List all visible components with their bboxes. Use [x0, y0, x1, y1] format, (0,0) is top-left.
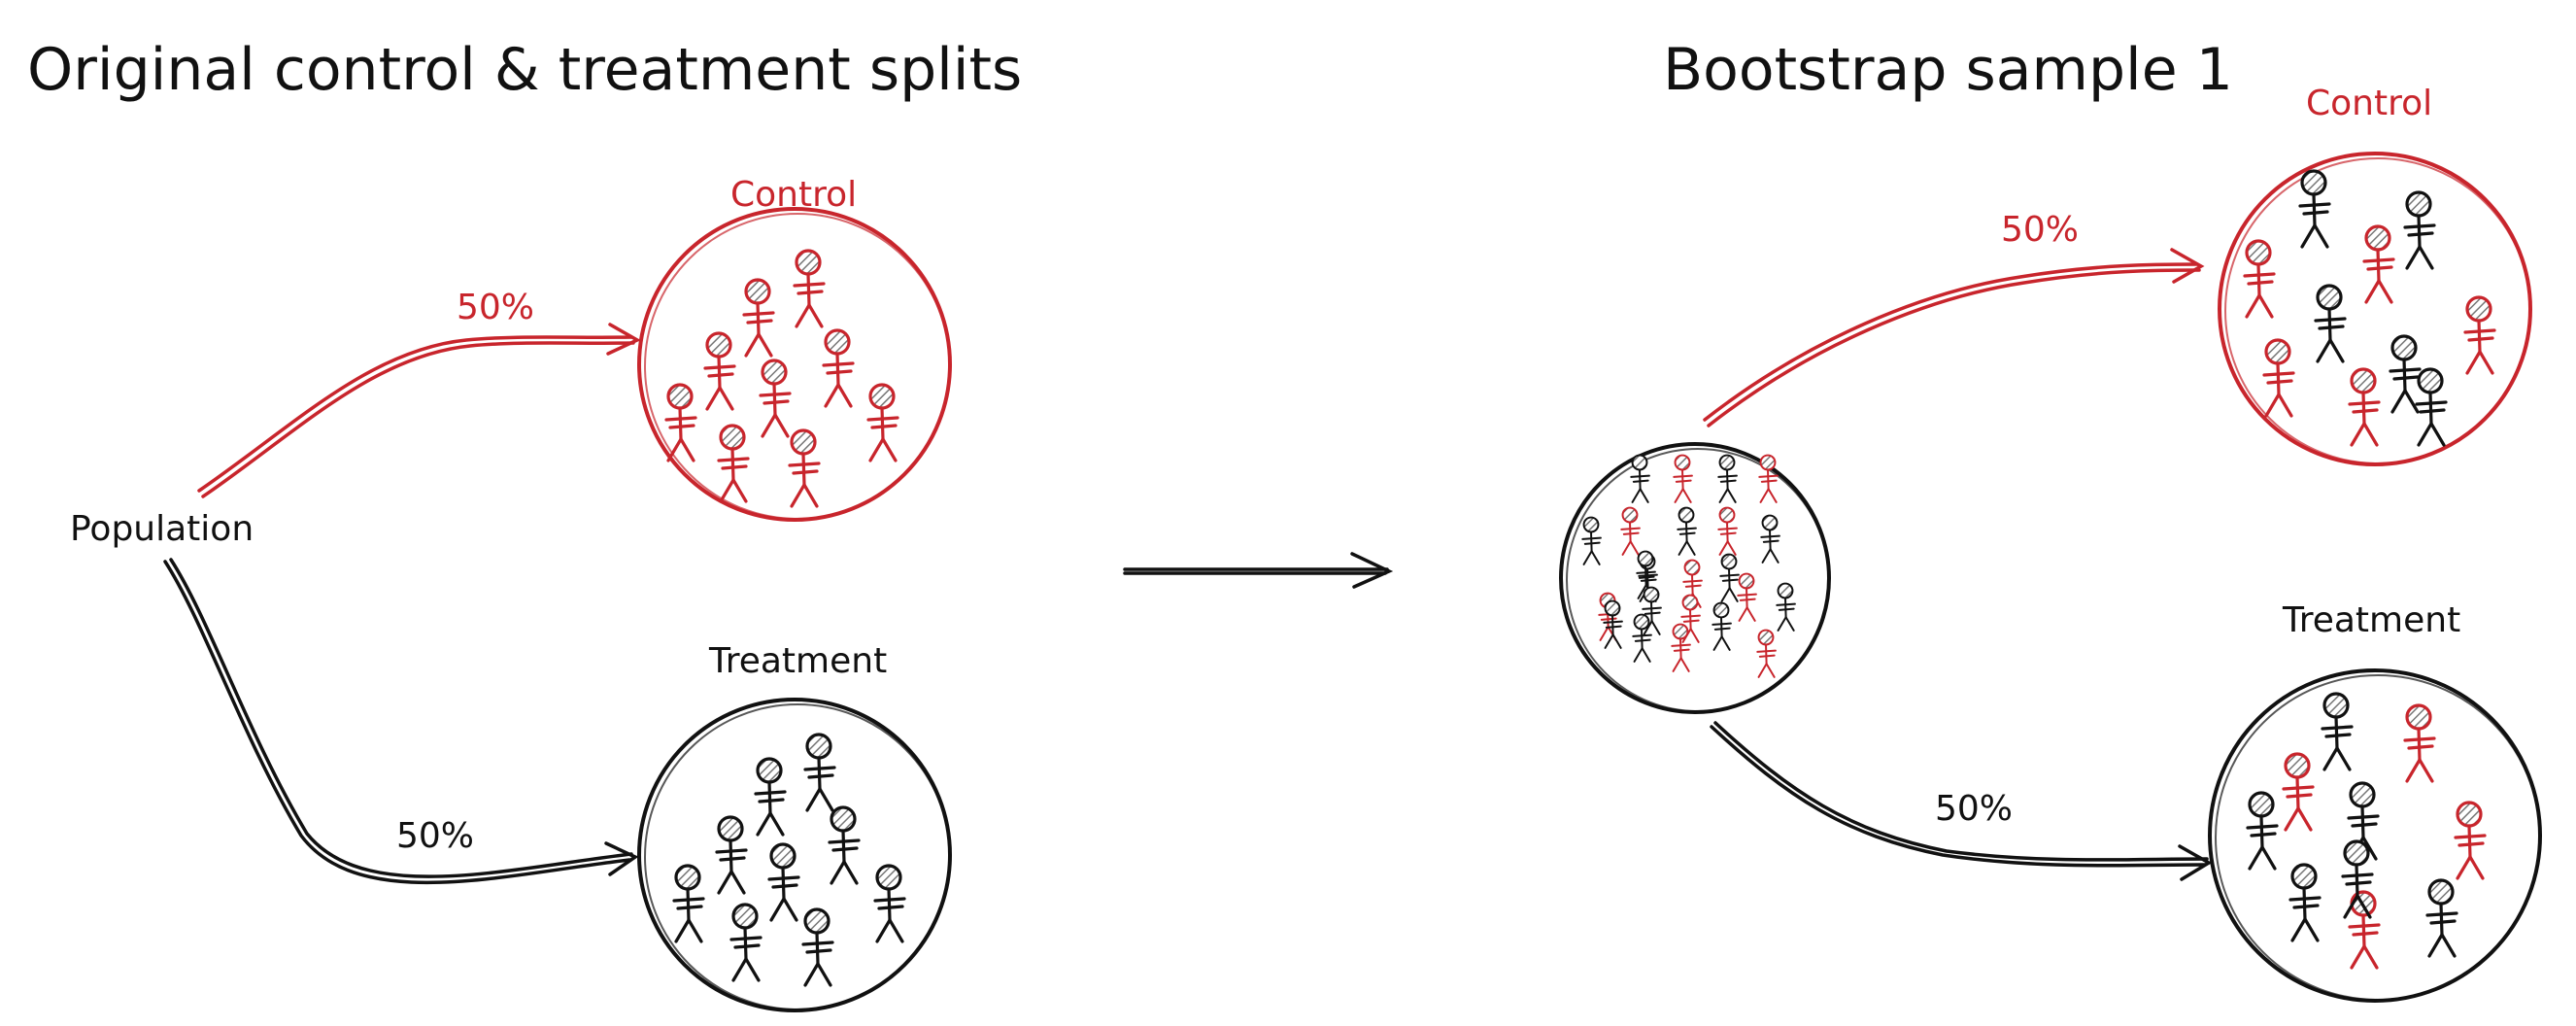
person-figure: [742, 278, 775, 358]
person-figure: [788, 428, 821, 508]
person-figure: [1581, 516, 1602, 565]
person-figure: [1712, 601, 1732, 651]
person-figure: [2403, 190, 2436, 270]
left-title: Original control & treatment splits: [27, 36, 1022, 104]
transition-arrow: [1123, 552, 1394, 589]
person-figure: [2425, 878, 2458, 958]
person-figure: [2362, 224, 2395, 304]
person-figure: [1719, 553, 1740, 602]
person-figure: [2298, 169, 2331, 249]
person-figure: [866, 383, 899, 462]
bootstrap-control-label: Control: [2306, 84, 2432, 123]
person-figure: [2348, 367, 2381, 447]
treatment-label: Treatment: [708, 641, 887, 681]
bootstrap-to-treatment-arrow: [1710, 721, 2213, 881]
person-figure: [1717, 454, 1738, 503]
person-figure: [1776, 582, 1796, 632]
person-figure: [754, 757, 787, 837]
person-figure: [1671, 623, 1691, 672]
person-figure: [2454, 801, 2487, 880]
right-title: Bootstrap sample 1: [1663, 36, 2233, 104]
bootstrap-to-control-arrow: [1703, 248, 2205, 428]
right-panel: 50% 50% Control Treatment: [1559, 84, 2542, 1003]
person-figure: [717, 424, 750, 503]
person-figure: [1737, 572, 1757, 622]
person-figure: [1717, 506, 1738, 556]
person-figure: [2341, 839, 2374, 919]
person-figure: [2246, 791, 2279, 871]
person-figure: [801, 907, 834, 987]
person-figure: [822, 328, 855, 408]
bootstrap-treatment-group: Treatment: [2208, 600, 2542, 1003]
control-percent-label: 50%: [457, 288, 534, 327]
person-figure: [1680, 594, 1701, 643]
person-figure: [1758, 454, 1779, 503]
left-panel: Population 50% 50% Control Treatment: [70, 175, 952, 1012]
person-figure: [2262, 338, 2295, 418]
person-figure: [767, 842, 800, 922]
person-figure: [729, 903, 763, 982]
person-figure: [873, 864, 906, 943]
person-figure: [803, 733, 836, 812]
person-figure: [793, 249, 826, 328]
person-figure: [2288, 863, 2322, 942]
person-figure: [759, 359, 792, 438]
treatment-group: Treatment: [637, 641, 952, 1012]
person-figure: [2243, 239, 2276, 319]
person-figure: [2403, 703, 2436, 783]
bootstrap-treatment-label: Treatment: [2282, 600, 2460, 640]
person-figure: [664, 383, 697, 462]
person-figure: [2389, 334, 2422, 414]
person-figure: [1603, 599, 1623, 649]
population-label: Population: [70, 509, 254, 549]
control-group: Control: [637, 175, 952, 522]
person-figure: [1632, 613, 1652, 663]
person-figure: [1677, 506, 1697, 556]
person-figure: [1642, 586, 1662, 635]
bootstrap-control-percent-label: 50%: [2001, 210, 2079, 250]
person-figure: [1760, 514, 1780, 564]
person-figure: [1598, 592, 1618, 641]
bootstrap-population: [1559, 442, 1831, 714]
person-figure: [2463, 295, 2496, 375]
person-figure: [1756, 629, 1777, 678]
person-figure: [2321, 692, 2354, 771]
person-figure: [1620, 506, 1641, 556]
person-figure: [1673, 454, 1693, 503]
person-figure: [2282, 752, 2315, 832]
bootstrap-treatment-percent-label: 50%: [1935, 789, 2013, 829]
population-to-treatment-arrow: [163, 558, 639, 885]
bootstrap-control-group: Control: [2218, 84, 2532, 466]
person-figure: [703, 331, 736, 411]
population-to-control-arrow: [197, 323, 641, 498]
person-figure: [715, 815, 748, 895]
treatment-percent-label: 50%: [396, 816, 474, 856]
person-figure: [828, 805, 861, 885]
person-figure: [2415, 367, 2448, 447]
person-figure: [2314, 284, 2347, 363]
person-figure: [1630, 454, 1650, 503]
person-figure: [672, 864, 705, 943]
